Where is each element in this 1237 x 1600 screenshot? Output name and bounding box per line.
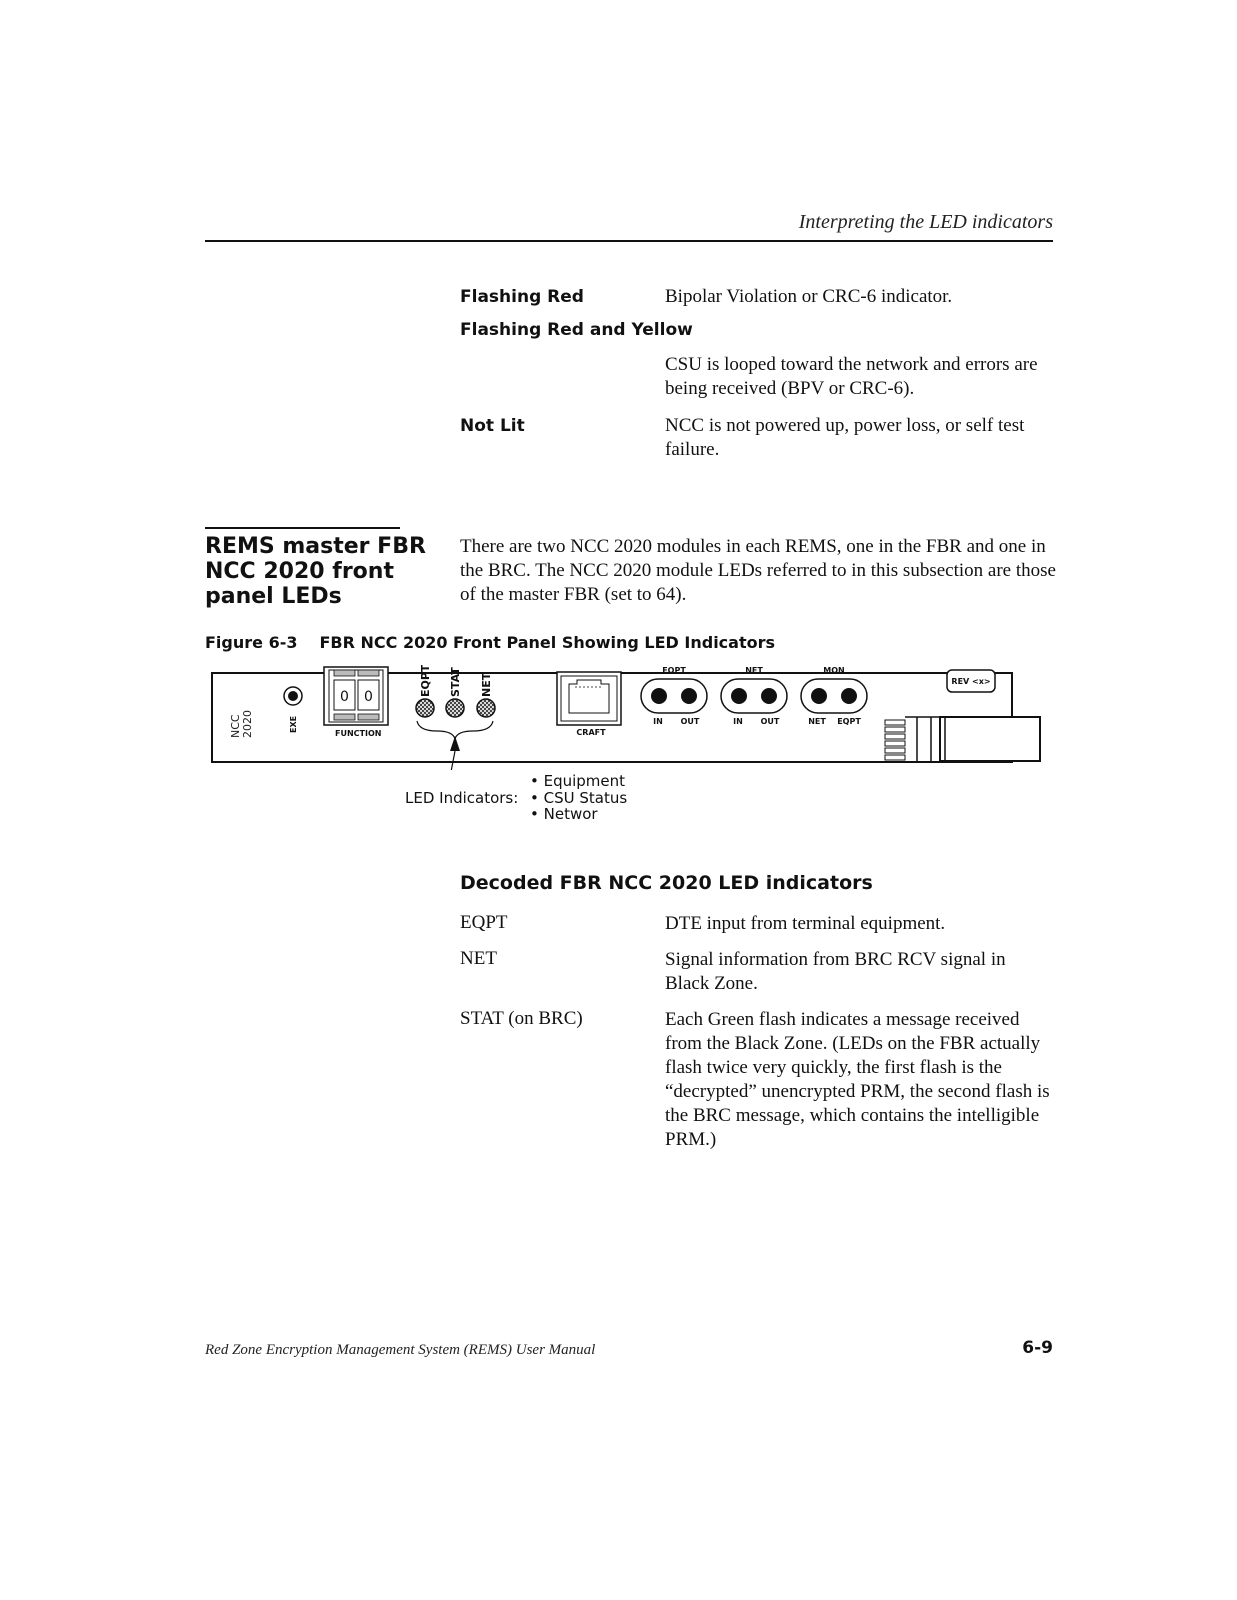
definition-text: NCC is not powered up, power loss, or se… [665, 415, 1025, 460]
section-rule [205, 527, 400, 529]
rev-label-box [946, 669, 996, 693]
craft-port [556, 671, 622, 726]
figure-title: FBR NCC 2020 Front Panel Showing LED Ind… [319, 633, 776, 652]
figure-number: Figure 6-3 [205, 633, 298, 652]
decoded-text: Signal information from BRC RCV signal i… [665, 949, 1006, 994]
callout-arrow-icon [450, 736, 460, 751]
decoded-text: DTE input from terminal equipment. [665, 913, 946, 934]
led-label-eqpt: EQPT [419, 665, 432, 697]
footer-manual-title: Red Zone Encryption Management System (R… [205, 1342, 596, 1358]
rev-label: REV <x> [951, 677, 990, 686]
jack-group-net: NET IN OUT [720, 666, 788, 726]
jack-label: OUT [681, 717, 700, 726]
jack-group-title: MON [823, 666, 844, 675]
panel-handle [939, 716, 1041, 762]
jack-label: IN [653, 717, 663, 726]
definition-term: Flashing Red [460, 287, 584, 307]
definition-term: Not Lit [460, 416, 525, 436]
jack-label: NET [808, 717, 826, 726]
function-digit: 0 [340, 689, 349, 705]
eqpt-led [415, 698, 435, 718]
section-heading: REMS master FBR NCC 2020 front panel LED… [205, 534, 426, 609]
decoded-text: Each Green flash indicates a message rec… [665, 1009, 1050, 1150]
function-digit: 0 [364, 689, 373, 705]
callout-item: • Equipment [530, 772, 626, 790]
craft-label: CRAFT [576, 728, 606, 737]
module-name-line1: NCC [229, 714, 242, 738]
decoded-term: NET [460, 948, 497, 969]
net-led [476, 698, 496, 718]
definition-term: Flashing Red and Yellow [460, 320, 693, 340]
definition-text: CSU is looped toward the network and err… [665, 354, 1038, 399]
function-switch: 0 0 [323, 666, 389, 726]
led-callout-label: LED Indicators: [405, 789, 519, 807]
led-label-net: NET [480, 672, 493, 697]
function-label: FUNCTION [335, 729, 381, 738]
definition-text: Bipolar Violation or CRC-6 indicator. [665, 286, 953, 307]
section-paragraph: There are two NCC 2020 modules in each R… [460, 536, 1056, 605]
jack-label: IN [733, 717, 743, 726]
figure-caption: Figure 6-3 FBR NCC 2020 Front Panel Showi… [205, 633, 775, 652]
decoded-term: STAT (on BRC) [460, 1008, 583, 1029]
jack-group-title: NET [745, 666, 763, 675]
header-rule [205, 240, 1053, 242]
handle-grip [884, 719, 906, 761]
stat-led [445, 698, 465, 718]
jack-label: EQPT [837, 717, 861, 726]
exe-label: EXE [289, 716, 298, 733]
jack-label: OUT [761, 717, 780, 726]
callout-item: • CSU Status [530, 789, 628, 807]
module-name-line2: 2020 [241, 710, 254, 738]
decoded-heading: Decoded FBR NCC 2020 LED indicators [460, 872, 873, 894]
callout-item: • Networ [530, 805, 598, 823]
front-panel-diagram: NCC 2020 EXE 0 0 FUNCTION EQPT STAT NET … [211, 665, 1041, 770]
jack-group-title: EQPT [662, 666, 686, 675]
jack-group-eqpt: EQPT IN OUT [640, 666, 708, 726]
running-header: Interpreting the LED indicators [798, 211, 1053, 233]
led-label-stat: STAT [449, 667, 462, 697]
decoded-term: EQPT [460, 912, 508, 933]
jack-group-mon: MON NET EQPT [800, 666, 868, 726]
footer-page-number: 6-9 [1022, 1338, 1053, 1358]
